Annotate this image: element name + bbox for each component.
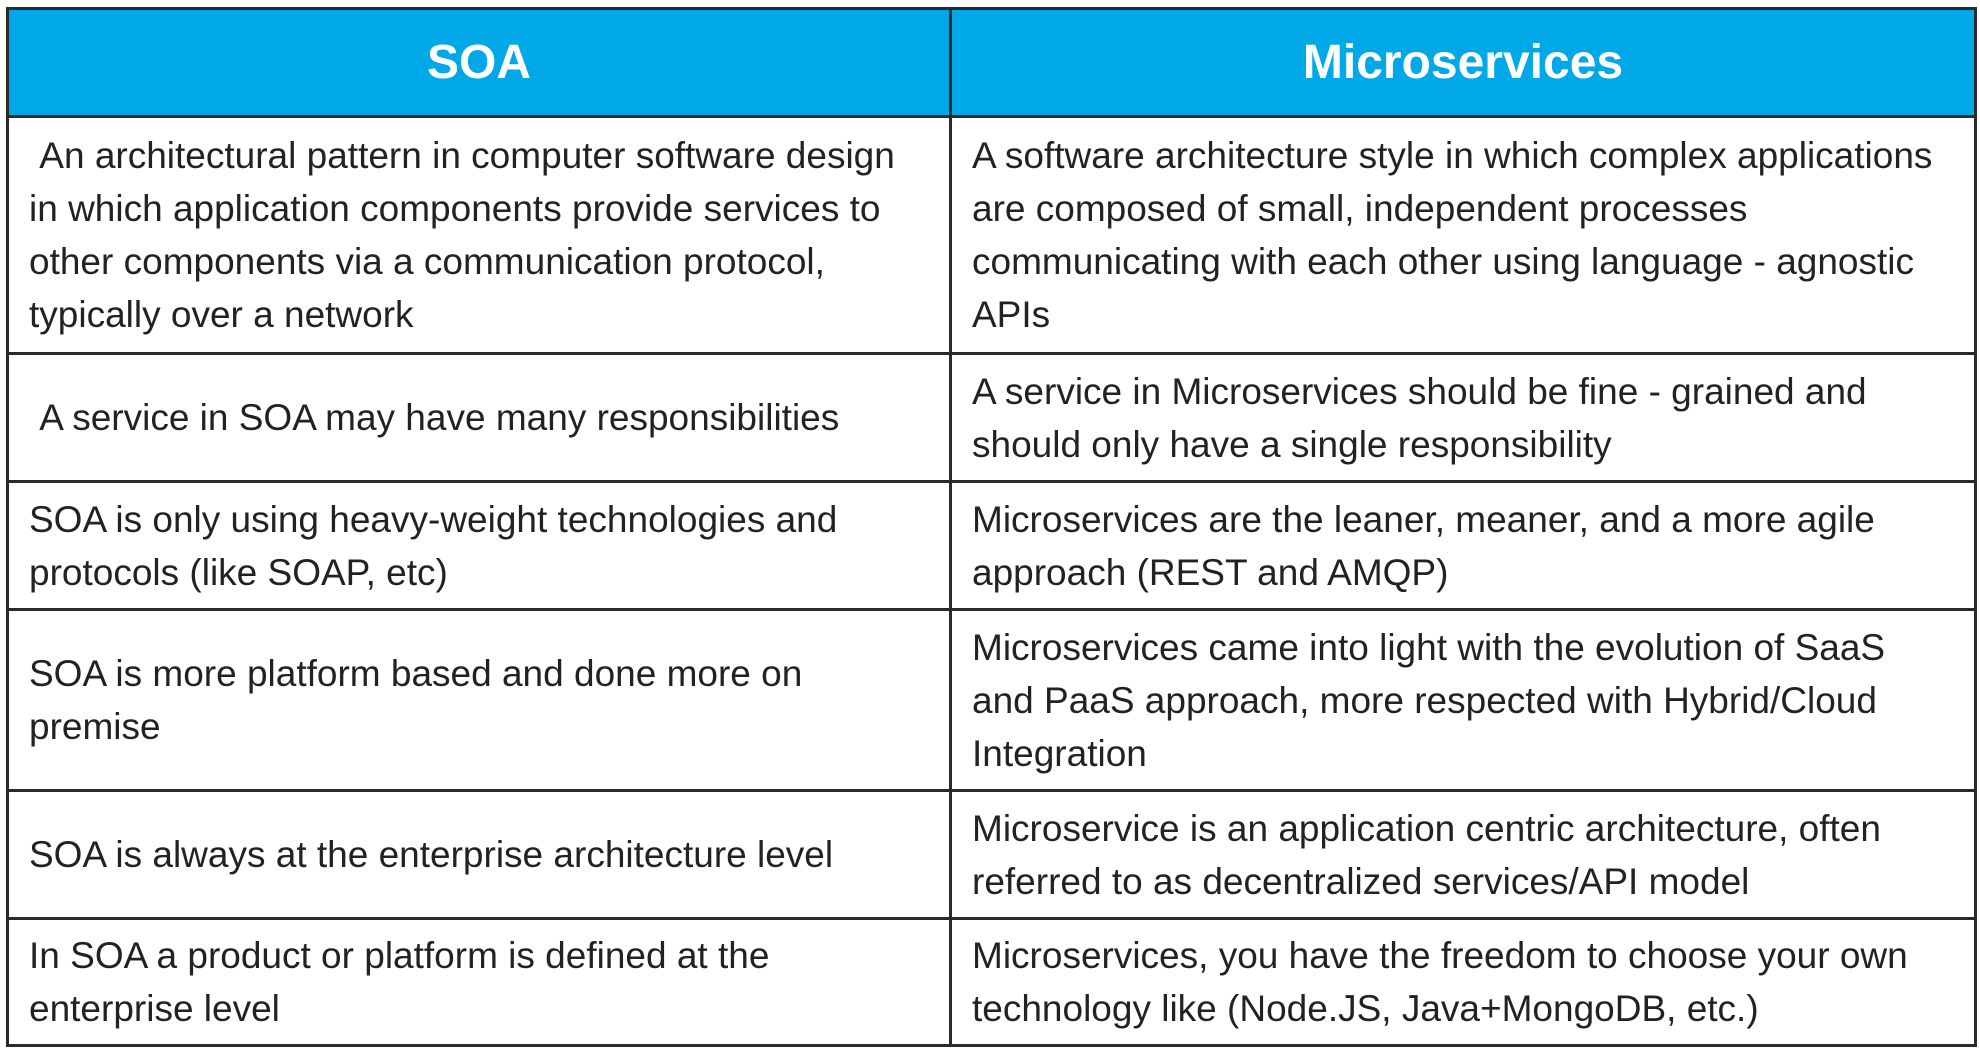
table-row: SOA is always at the enterprise architec… xyxy=(6,789,1977,920)
soa-cell: A service in SOA may have many responsib… xyxy=(6,352,952,483)
microservices-cell: Microservice is an application centric a… xyxy=(949,789,1977,920)
soa-cell: SOA is always at the enterprise architec… xyxy=(6,789,952,920)
soa-cell: SOA is only using heavy-weight technolog… xyxy=(6,480,952,611)
table-row: In SOA a product or platform is defined … xyxy=(6,917,1977,1047)
microservices-cell: Microservices, you have the freedom to c… xyxy=(949,917,1977,1047)
microservices-cell: Microservices are the leaner, meaner, an… xyxy=(949,480,1977,611)
table-row: An architectural pattern in computer sof… xyxy=(6,115,1977,355)
table-row: A service in SOA may have many responsib… xyxy=(6,352,1977,483)
soa-cell: In SOA a product or platform is defined … xyxy=(6,917,952,1047)
soa-cell: An architectural pattern in computer sof… xyxy=(6,115,952,355)
comparison-table: SOA Microservices An architectural patte… xyxy=(6,7,1977,1047)
microservices-cell: Microservices came into light with the e… xyxy=(949,608,1977,792)
soa-cell: SOA is more platform based and done more… xyxy=(6,608,952,792)
microservices-cell: A software architecture style in which c… xyxy=(949,115,1977,355)
table-row: SOA is more platform based and done more… xyxy=(6,608,1977,792)
header-soa: SOA xyxy=(6,7,952,118)
microservices-cell: A service in Microservices should be fin… xyxy=(949,352,1977,483)
table-row: SOA is only using heavy-weight technolog… xyxy=(6,480,1977,611)
header-row: SOA Microservices xyxy=(6,7,1977,118)
header-microservices: Microservices xyxy=(949,7,1977,118)
